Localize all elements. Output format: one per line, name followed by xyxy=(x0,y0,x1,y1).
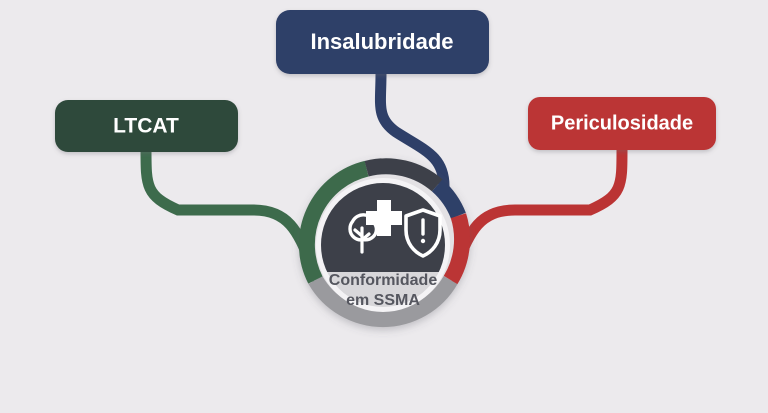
periculosidade-connector xyxy=(444,144,628,286)
ring-segment-dark xyxy=(364,158,443,192)
medical-cross-icon xyxy=(366,200,402,236)
node-ltcat-box[interactable] xyxy=(55,100,238,152)
ring-segment-green xyxy=(298,160,369,284)
shield-alert-icon xyxy=(404,208,442,258)
hub-caption-line2: em SSMA xyxy=(346,292,420,309)
hub-caption-line1: Conformidade xyxy=(329,272,438,289)
hub-icon-cluster xyxy=(348,200,442,258)
node-ltcat-label: LTCAT xyxy=(113,115,179,138)
node-insalubridade-box[interactable] xyxy=(276,10,489,74)
node-periculosidade-label: Periculosidade xyxy=(551,112,693,134)
ring-segment-gray xyxy=(308,275,458,328)
ltcat-connector xyxy=(140,144,324,286)
node-insalubridade-label: Insalubridade xyxy=(310,29,453,54)
node-periculosidade-box[interactable] xyxy=(528,97,716,150)
node-ltcat[interactable]: LTCAT xyxy=(55,100,238,152)
ring-segment-red xyxy=(443,213,471,285)
hub-white-ring xyxy=(316,178,450,312)
tree-icon xyxy=(348,213,379,254)
ring-segment-blue xyxy=(431,179,466,219)
hub-badge[interactable]: Conformidade em SSMA xyxy=(298,158,471,328)
hub-ring-segments xyxy=(298,158,471,328)
node-periculosidade[interactable]: Periculosidade xyxy=(528,97,716,150)
node-insalubridade[interactable]: Insalubridade xyxy=(276,10,489,74)
